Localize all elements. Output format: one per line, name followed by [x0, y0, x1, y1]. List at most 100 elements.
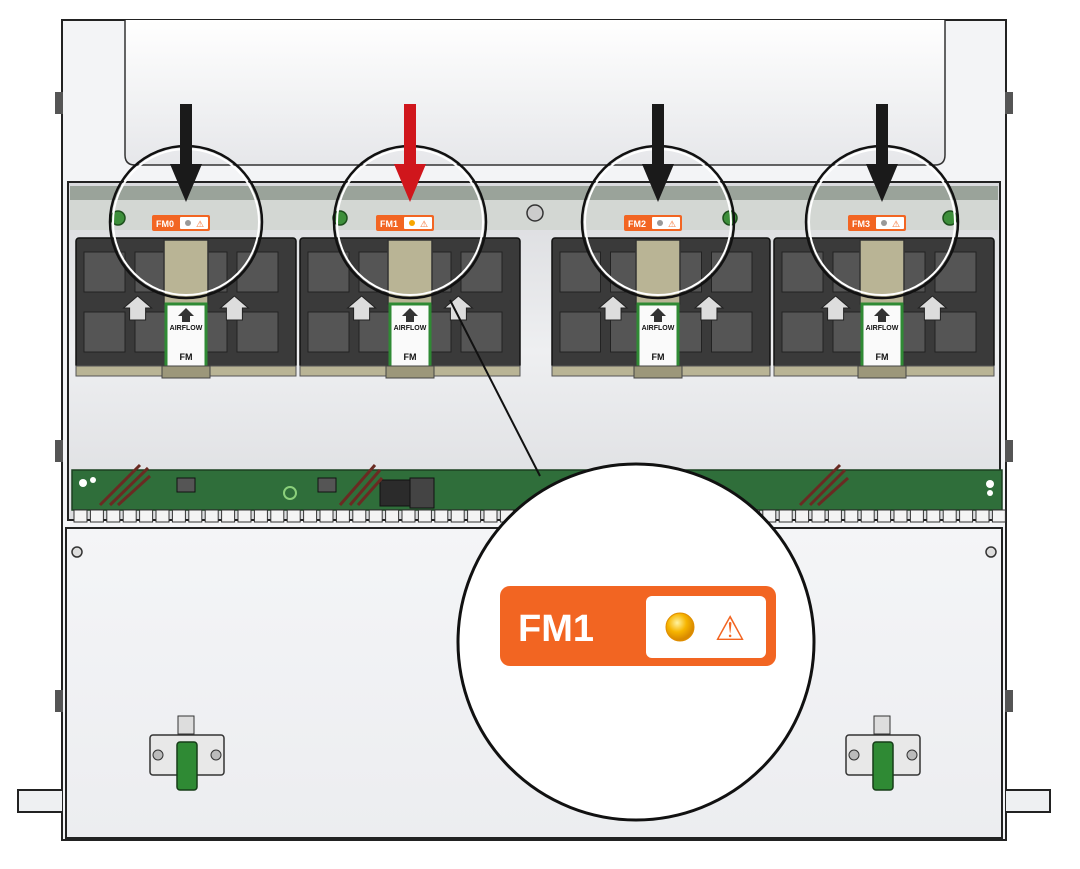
comb-tooth [877, 509, 892, 523]
right-latch[interactable] [845, 715, 921, 791]
callout-leader-line [449, 299, 541, 477]
comb-tooth [926, 509, 941, 523]
comb-tooth [221, 509, 236, 523]
comb-tooth [385, 509, 400, 523]
comb-tooth [270, 509, 285, 523]
comb-tooth [434, 509, 449, 523]
cable [98, 463, 152, 507]
airflow-arrow-icon [693, 295, 725, 321]
airflow-arrow-icon [820, 295, 851, 321]
latch-screw [210, 749, 222, 761]
comb-tooth [319, 509, 334, 523]
latch-top [873, 715, 891, 735]
mini-indicator-panel [652, 217, 680, 229]
magnifier-fm0: FM0 ⚠ [108, 144, 264, 300]
airflow-arrow-icon [597, 295, 629, 321]
airflow-label: AIRFLOW [170, 325, 203, 332]
mini-label: FM2 [628, 219, 646, 229]
fan-vent [781, 251, 824, 293]
arrow-fm2 [642, 104, 674, 202]
arrow-fm0 [170, 104, 202, 202]
comb-tooth [417, 509, 432, 523]
fan-vent [236, 311, 279, 353]
fan-vent [460, 311, 503, 353]
mini-warning-icon: ⚠ [420, 219, 428, 229]
panel-screw [71, 546, 83, 558]
fan-vent [711, 311, 753, 353]
connector [176, 477, 196, 493]
comb-tooth [204, 509, 219, 523]
mini-indicator-panel [876, 217, 904, 229]
rail-tab [55, 440, 63, 462]
left-latch[interactable] [149, 715, 225, 791]
fm1-callout: FM1 ⚠ [456, 462, 816, 822]
comb-tooth [991, 509, 1006, 523]
fm-tag-label: FM [876, 352, 889, 362]
fm-tag-label: FM [652, 352, 665, 362]
connector [317, 477, 337, 493]
comb-tooth [811, 509, 826, 523]
handle-foot [857, 365, 907, 379]
arrow-shaft [404, 104, 416, 166]
mini-warning-icon: ⚠ [668, 219, 676, 229]
comb-tooth [188, 509, 203, 523]
latch-top [177, 715, 195, 735]
latch-handle [872, 741, 894, 791]
board-hole [90, 477, 96, 483]
fan-vent [307, 311, 350, 353]
comb-tooth [352, 509, 367, 523]
fan-vent [934, 251, 977, 293]
arrow-shaft [876, 104, 888, 166]
fan-vent [711, 251, 753, 293]
latch-handle [176, 741, 198, 791]
comb-tooth [893, 509, 908, 523]
magnifier-fm3: FM3⚠ [804, 144, 960, 300]
callout-label: FM1 [518, 608, 594, 650]
callout-indicator-panel [646, 596, 766, 658]
mini-warning-icon: ⚠ [196, 219, 204, 229]
airflow-arrow-icon [917, 295, 948, 321]
cable [338, 464, 384, 506]
comb-tooth [401, 509, 416, 523]
arrow-head [170, 164, 202, 202]
arrow-fm1 [394, 104, 426, 202]
comb-tooth [795, 509, 810, 523]
comb-tooth [483, 509, 498, 523]
comb-tooth [959, 509, 974, 523]
tag-arrow-icon [402, 308, 418, 322]
right-flange [1006, 789, 1051, 813]
panel-screw [985, 546, 997, 558]
comb-tooth [778, 509, 793, 523]
comb-tooth [237, 509, 252, 523]
comb-tooth [335, 509, 350, 523]
arrow-shaft [652, 104, 664, 166]
arrow-shaft [180, 104, 192, 166]
comb-tooth [368, 509, 383, 523]
comb-tooth [139, 509, 154, 523]
board-hole [987, 490, 993, 496]
mini-indicator-panel [180, 217, 208, 229]
comb-tooth [253, 509, 268, 523]
comb-tooth [73, 509, 88, 523]
comb-tooth [450, 509, 465, 523]
mini-led-icon [185, 220, 191, 226]
top-lid [124, 20, 946, 166]
connector-block [409, 477, 435, 509]
comb-tooth [303, 509, 318, 523]
airflow-label: AIRFLOW [394, 325, 427, 332]
comb-tooth [827, 509, 842, 523]
mini-label: FM0 [156, 219, 174, 229]
amber-led-icon [665, 612, 695, 642]
airflow-arrow-icon [122, 295, 153, 321]
comb-tooth [909, 509, 924, 523]
arrow-head [642, 164, 674, 202]
rail-tab [55, 92, 63, 114]
comb-tooth [942, 509, 957, 523]
rail-tab [1005, 440, 1013, 462]
fan-top-rail [70, 186, 998, 200]
